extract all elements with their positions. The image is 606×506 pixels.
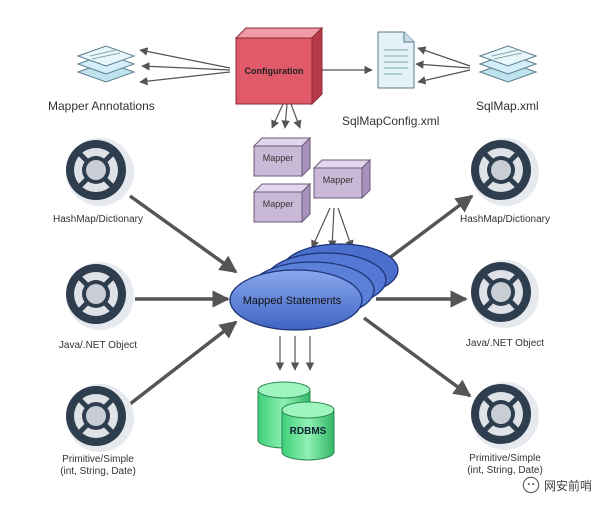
top-arrows [139, 46, 471, 371]
ring-icon [66, 384, 134, 452]
right-ring-icons [471, 138, 539, 450]
sqlmapconfig-document-icon [377, 31, 415, 89]
rdbms-label: RDBMS [290, 426, 327, 437]
left-input-label-1: HashMap/Dictionary [52, 214, 144, 225]
ring-icon [471, 260, 539, 328]
mapper-annotations-icon [76, 45, 136, 83]
left-input-label-3: Primitive/Simple (int, String, Date) [60, 454, 136, 477]
mapper-label-1: Mapper [263, 153, 294, 163]
flow-arrows [128, 194, 474, 406]
mapper-cube-2 [312, 158, 372, 200]
mapper-label-2: Mapper [323, 175, 354, 185]
ring-icon [471, 382, 539, 450]
right-output-label-2: Java/.NET Object [465, 338, 545, 349]
left-ring-icons [66, 138, 134, 452]
mapped-statements-ellipses [229, 243, 399, 331]
watermark: 网安前哨 [522, 476, 592, 494]
right-output-label-1: HashMap/Dictionary [459, 214, 551, 225]
watermark-text: 网安前哨 [543, 478, 592, 493]
right-output-label-3: Primitive/Simple (int, String, Date) [467, 453, 543, 476]
sqlmap-stack-icon [478, 45, 538, 83]
mapped-statements-label: Mapped Statements [243, 295, 342, 307]
mapper-label-3: Mapper [263, 199, 294, 209]
rdbms-cylinders [257, 381, 335, 461]
mapper-cube-3 [252, 182, 312, 224]
configuration-label: Configuration [245, 66, 304, 76]
ring-icon [66, 138, 134, 206]
mapper-cube-1 [252, 136, 312, 178]
wechat-icon [522, 476, 540, 494]
left-input-label-2: Java/.NET Object [58, 340, 138, 351]
sqlmapconfig-label: SqlMapConfig.xml [342, 114, 440, 128]
ring-icon [471, 138, 539, 206]
ring-icon [66, 262, 134, 330]
mapper-annotations-label: Mapper Annotations [48, 99, 155, 113]
configuration-box [234, 26, 324, 106]
sqlmap-label: SqlMap.xml [476, 99, 539, 113]
